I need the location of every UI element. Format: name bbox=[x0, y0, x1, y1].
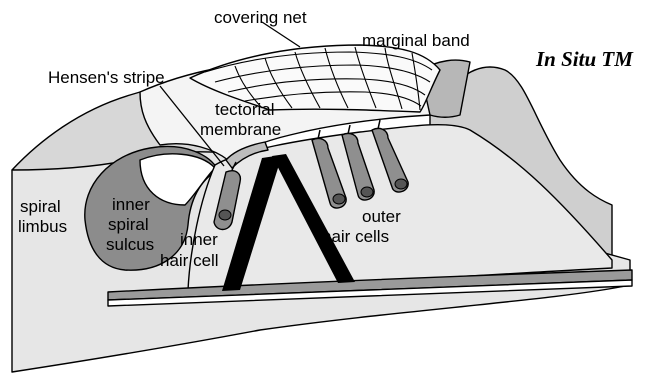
label-hensens-stripe: Hensen's stripe bbox=[48, 68, 165, 87]
label-inner-sulcus-2: spiral bbox=[108, 215, 149, 234]
label-inner-sulcus-3: sulcus bbox=[106, 235, 154, 254]
label-inner-sulcus-1: inner bbox=[112, 195, 150, 214]
label-inner-hair-1: inner bbox=[180, 230, 218, 249]
label-covering-net: covering net bbox=[214, 8, 307, 27]
label-outer-hair-2: hair cells bbox=[322, 227, 389, 246]
label-marginal-band: marginal band bbox=[362, 31, 470, 50]
label-inner-hair-2: hair cell bbox=[160, 251, 219, 270]
label-outer-hair-1: outer bbox=[362, 207, 401, 226]
label-tectorial: tectorial bbox=[215, 100, 275, 119]
label-spiral: spiral bbox=[20, 197, 61, 216]
label-limbus: limbus bbox=[18, 217, 67, 236]
label-membrane: membrane bbox=[200, 120, 281, 139]
diagram-title: In Situ TM bbox=[535, 47, 634, 71]
